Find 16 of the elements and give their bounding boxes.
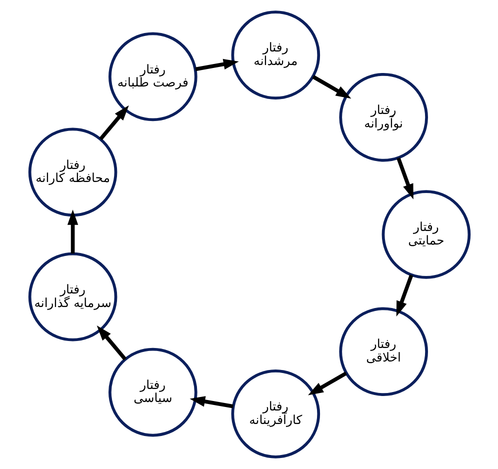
arrow bbox=[396, 157, 413, 200]
arrow bbox=[308, 372, 347, 396]
node-circle: رفتار اخلاقی bbox=[338, 307, 428, 396]
arrow bbox=[98, 105, 128, 140]
arrow bbox=[396, 274, 413, 316]
arrow bbox=[194, 58, 238, 72]
node-circle: رفتار مرشدانه bbox=[230, 10, 320, 100]
node-circle: رفتار نوآورانه bbox=[338, 72, 428, 162]
node-circle: رفتار کارآفرینانه bbox=[230, 370, 320, 458]
node-circle: رفتار سیاسی bbox=[108, 348, 197, 437]
arrow bbox=[312, 75, 351, 99]
node-circle: رفتار محافظه کارانه bbox=[28, 128, 117, 217]
node-circle: رفتار حمایتی bbox=[381, 190, 470, 279]
arrow bbox=[189, 396, 233, 408]
arrow bbox=[96, 325, 126, 360]
arrow bbox=[66, 210, 78, 254]
